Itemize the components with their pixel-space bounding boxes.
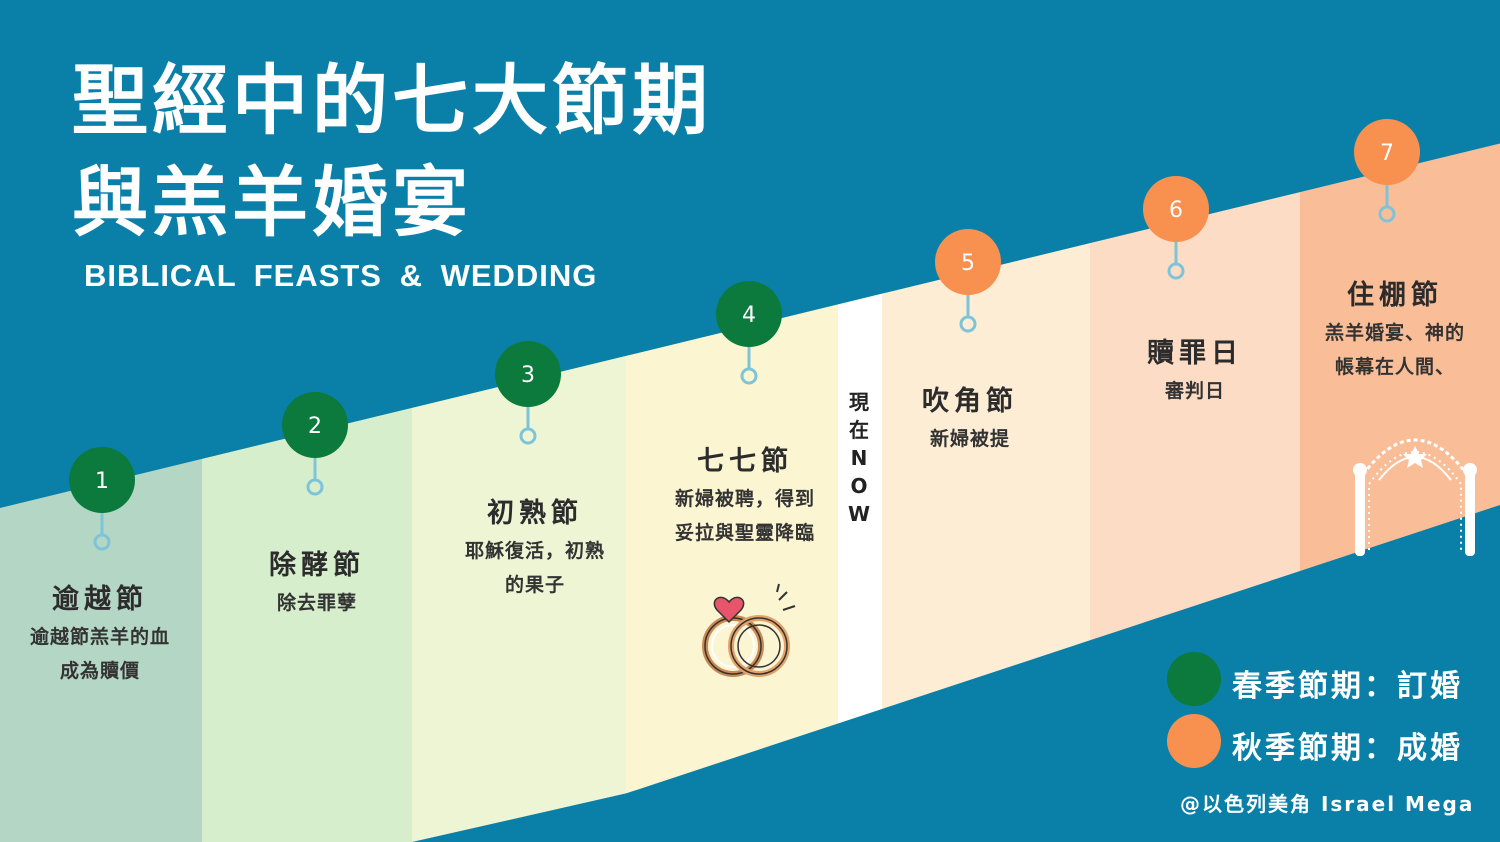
feast-marker-7: 7 [1354,119,1420,223]
feast-description: 新婦被聘，得到 [674,488,815,510]
feast-name: 吹角節 [922,386,1018,417]
feast-description: 耶穌復活，初熟 [464,540,605,562]
now-label-char: 現 [849,390,869,414]
wedding-arch-icon [1353,438,1477,556]
feast-marker-1: 1 [69,447,135,551]
feast-text-5: 吹角節新婦被提 [880,382,1060,456]
marker-number: 6 [1169,198,1183,223]
marker-number: 3 [521,363,535,388]
feast-band-6 [1090,192,1300,641]
marker-circle [495,341,561,407]
feast-text-1: 逾越節逾越節羔羊的血成為贖價 [0,580,200,688]
feast-description: 除去罪孽 [276,592,357,614]
legend-spring-dot [1167,652,1221,706]
feast-description: 羔羊婚宴、神的 [1324,322,1465,344]
feast-text-6: 贖罪日審判日 [1100,334,1290,408]
marker-pin [1167,262,1185,280]
marker-circle [282,392,348,458]
marker-number: 7 [1380,141,1394,166]
feast-description: 妥拉與聖靈降臨 [674,522,815,544]
marker-number: 5 [961,251,975,276]
marker-circle [1354,119,1420,185]
marker-circle [69,447,135,513]
feast-marker-4: 4 [716,281,782,385]
legend-spring-label: 春季節期：訂婚 [1232,669,1463,704]
feast-text-4: 七七節新婦被聘，得到妥拉與聖靈降臨 [640,442,850,550]
feast-marker-5: 5 [935,229,1001,333]
feast-marker-2: 2 [282,392,348,496]
wedding-rings-icon [702,583,796,677]
marker-pin [959,315,977,333]
feast-marker-6: 6 [1143,176,1209,280]
page-subtitle: BIBLICAL FEASTS & WEDDING [84,258,598,293]
now-label-char: 在 [849,418,869,442]
credit-text: @以色列美角 Israel Mega [1180,792,1475,816]
now-label-char: W [847,502,871,526]
feast-band-2 [202,407,412,842]
legend-autumn-dot [1167,714,1221,768]
marker-pin [306,478,324,496]
feast-text-2: 除酵節除去罪孽 [218,546,416,620]
feast-band-7 [1300,143,1500,571]
feast-description: 成為贖價 [59,660,140,682]
marker-pin [93,533,111,551]
marker-number: 1 [95,469,109,494]
marker-number: 4 [742,303,756,328]
feast-name: 七七節 [697,446,793,477]
feast-name: 逾越節 [52,584,148,615]
feast-name: 贖罪日 [1147,338,1243,369]
marker-circle [935,229,1001,295]
feast-description: 帳幕在人間、 [1334,356,1455,378]
feast-description: 新婦被提 [929,428,1010,450]
page-title-line2: 與羔羊婚宴 [72,158,472,247]
feast-description: 審判日 [1164,380,1225,402]
marker-pin [740,367,758,385]
feast-name: 除酵節 [269,550,365,581]
feast-band-3 [412,355,626,842]
page-title: 聖經中的七大節期 [72,56,712,145]
feast-text-3: 初熟節耶穌復活，初熟的果子 [430,494,640,602]
feast-band-5 [882,243,1090,709]
feast-name: 住棚節 [1347,280,1443,311]
feast-band-1 [0,458,202,842]
feast-name: 初熟節 [487,498,583,529]
feast-text-7: 住棚節羔羊婚宴、神的帳幕在人間、 [1300,276,1490,384]
marker-circle [716,281,782,347]
now-label-char: O [850,474,868,498]
feast-description: 的果子 [504,574,565,596]
marker-pin [1378,205,1396,223]
feast-description: 逾越節羔羊的血 [29,626,170,648]
marker-pin [519,427,537,445]
feast-marker-3: 3 [495,341,561,445]
now-label-char: N [850,446,868,470]
marker-circle [1143,176,1209,242]
legend-autumn-label: 秋季節期：成婚 [1232,731,1463,766]
feast-band-4 [626,304,838,794]
marker-number: 2 [308,414,322,439]
now-marker-band [838,293,882,724]
